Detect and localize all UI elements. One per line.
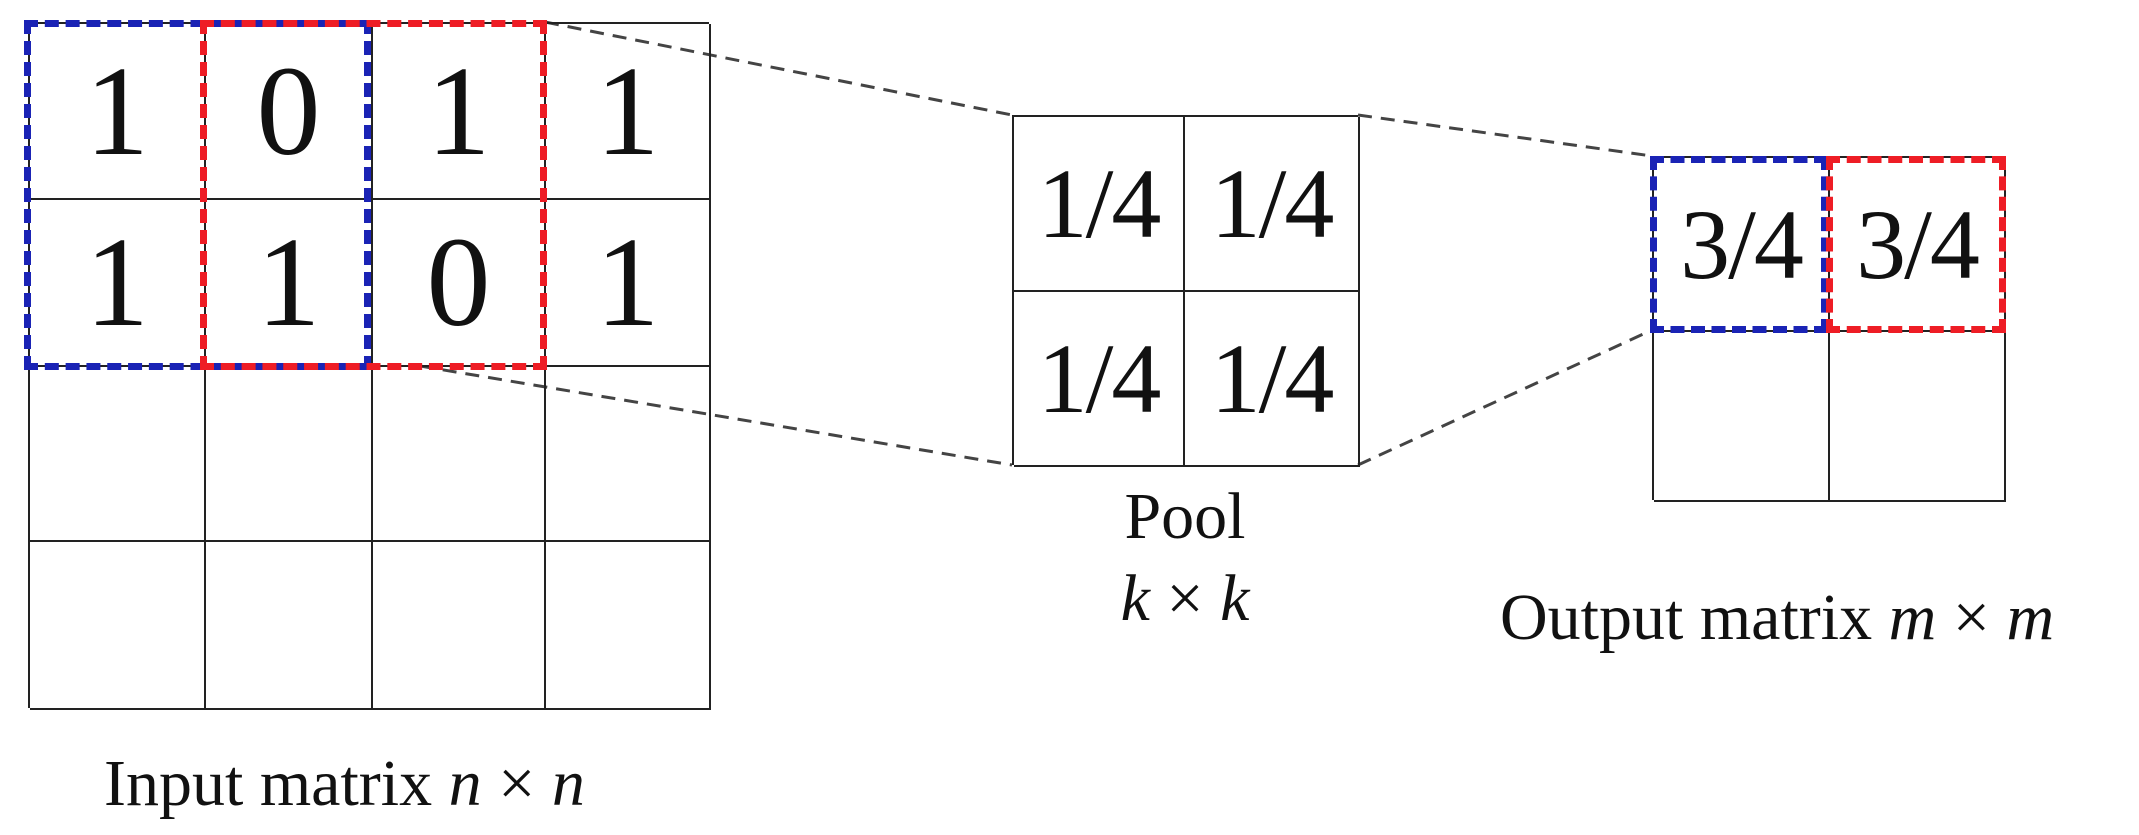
pool-label-var2: k [1220,562,1250,635]
input-label-var: n [448,747,482,820]
connector-pool-bottom [1357,328,1653,467]
input-matrix-label: Input matrix n × n [104,746,585,822]
input-label-times: × [481,747,552,820]
input-cell: 1 [373,24,546,200]
output-cell [1830,332,2006,502]
input-cell: 1 [546,200,711,367]
output-matrix-label: Output matrix m × m [1500,580,2054,656]
pool-label-size: k × k [1060,558,1310,640]
pool-cell: 1/4 [1185,117,1360,292]
pool-label: Pool k × k [1060,476,1310,640]
input-cell [30,367,206,542]
input-cell: 1 [30,200,206,367]
output-cell: 3/4 [1654,158,1830,332]
pool-cell: 1/4 [1014,117,1185,292]
output-label-var: m [1888,581,1937,654]
input-cell [373,367,546,542]
input-cell [373,542,546,710]
input-cell: 0 [373,200,546,367]
pool-label-times: × [1149,562,1221,635]
input-cell [546,367,711,542]
input-cell [30,542,206,710]
output-label-var2: m [2006,581,2055,654]
pool-label-var: k [1120,562,1150,635]
input-cell [546,542,711,710]
output-label-text: Output matrix [1500,581,1889,654]
input-cell [206,542,373,710]
output-label-times: × [1936,581,2007,654]
input-label-text: Input matrix [104,747,449,820]
output-cell [1654,332,1830,502]
pool-label-text: Pool [1124,480,1246,553]
input-matrix-grid: 1 0 1 1 1 1 0 1 [28,22,711,710]
pool-kernel-grid: 1/4 1/4 1/4 1/4 [1012,115,1360,467]
output-cell: 3/4 [1830,158,2006,332]
input-cell: 1 [546,24,711,200]
input-cell: 1 [30,24,206,200]
input-cell: 1 [206,200,373,367]
input-label-var2: n [551,747,585,820]
output-matrix-grid: 3/4 3/4 [1652,156,2006,502]
input-cell [206,367,373,542]
pool-cell: 1/4 [1014,292,1185,467]
input-cell: 0 [206,24,373,200]
connector-pool-top [1357,113,1653,158]
pool-cell: 1/4 [1185,292,1360,467]
